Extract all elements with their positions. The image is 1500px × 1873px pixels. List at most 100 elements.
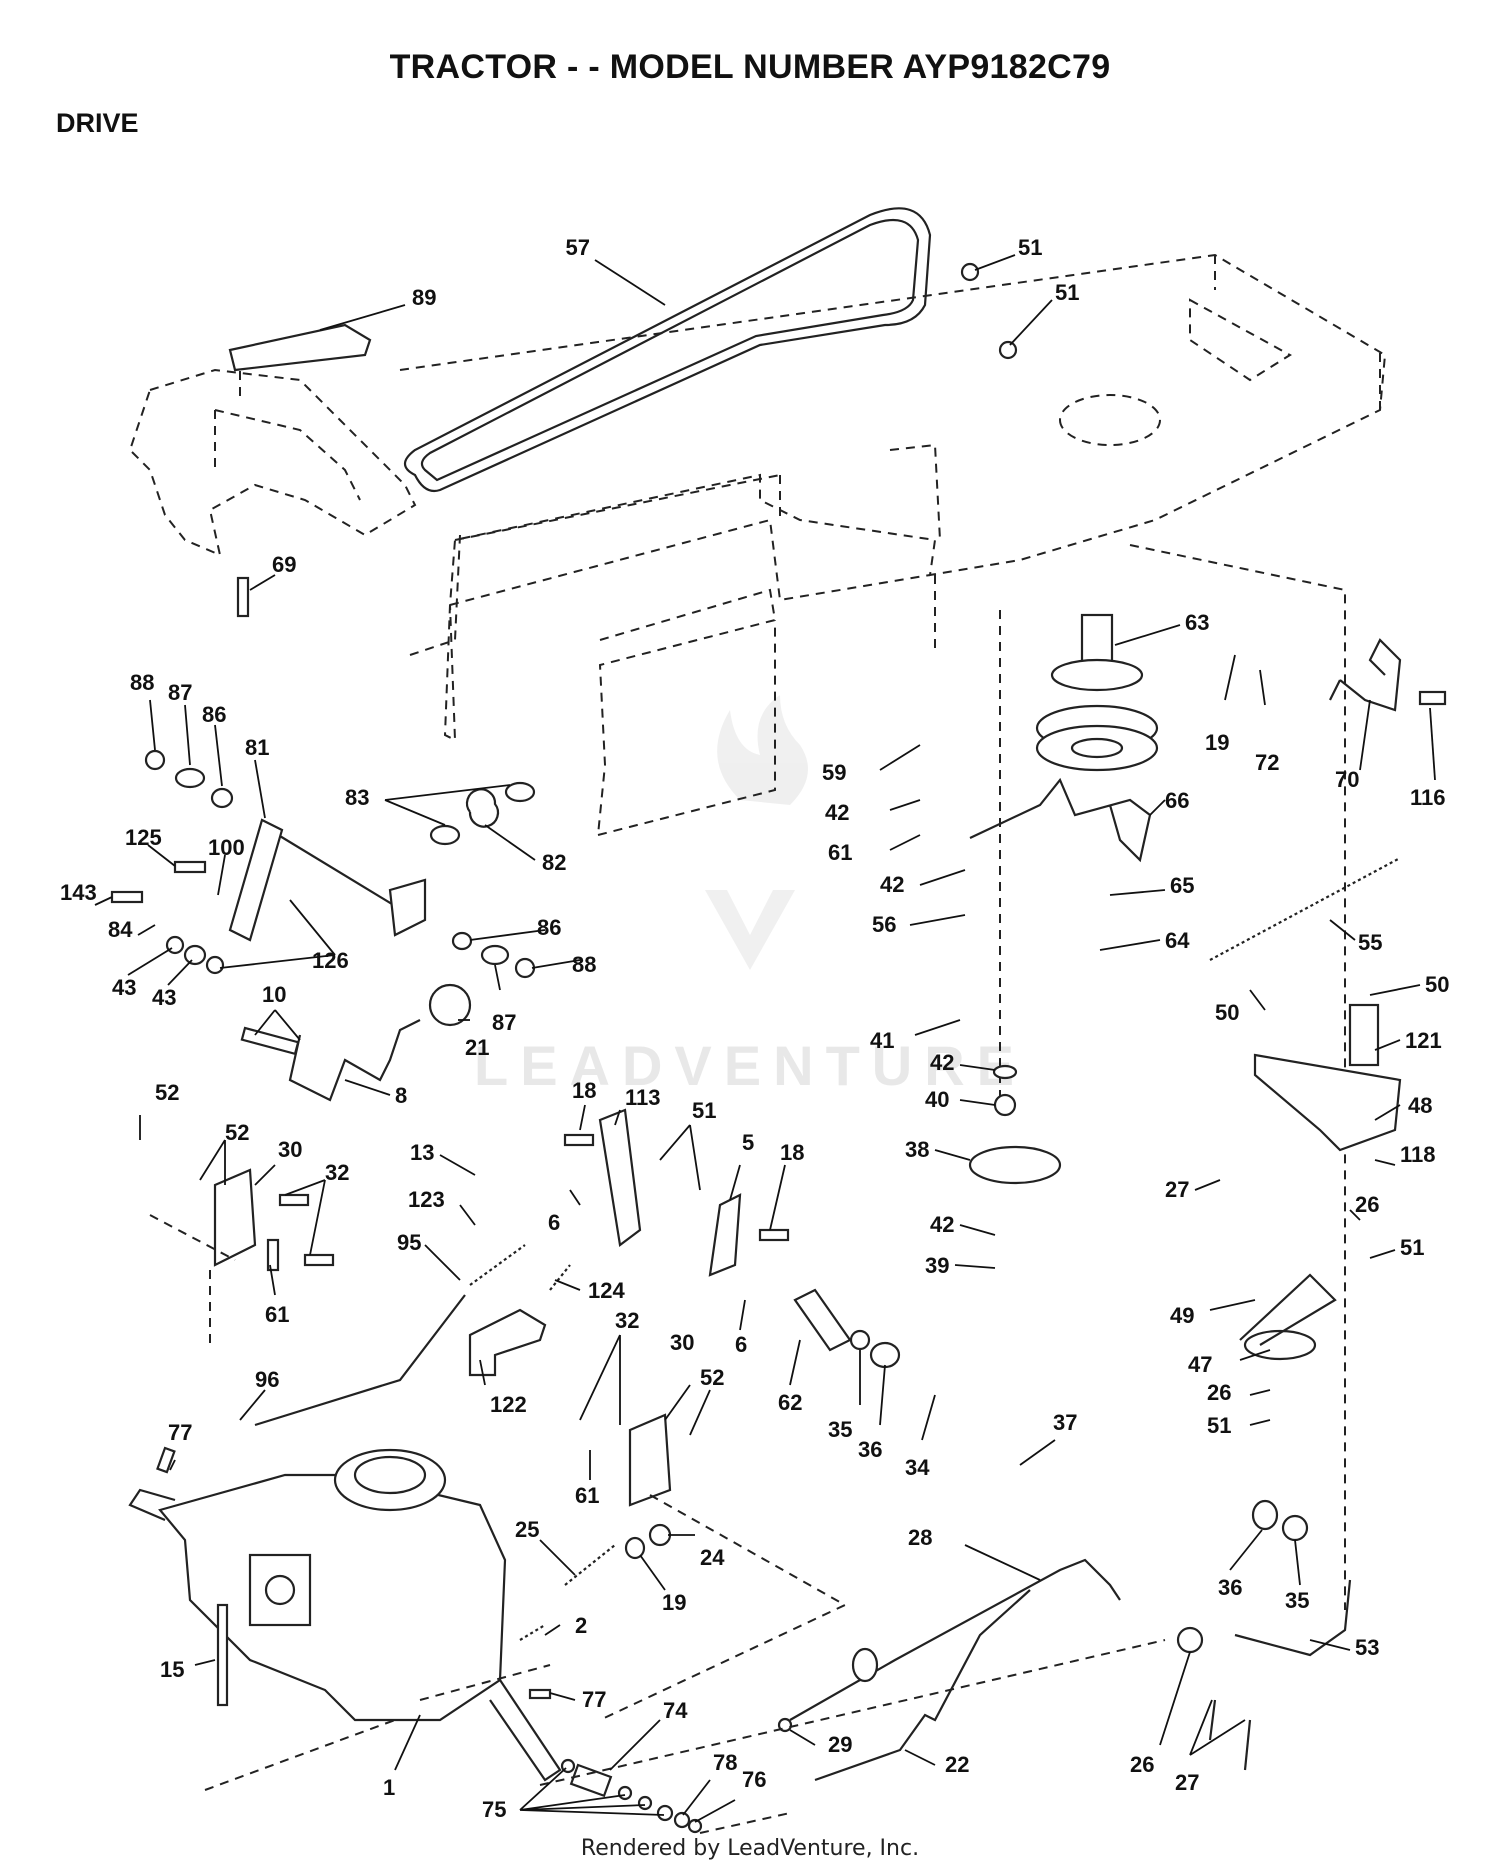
washer-35b	[1281, 1514, 1309, 1542]
callout-42: 42	[880, 872, 904, 897]
callout-83: 83	[345, 785, 369, 810]
nut-126	[205, 955, 225, 975]
washer-35	[849, 1329, 871, 1351]
callout-61: 61	[828, 840, 852, 865]
callout-122: 122	[490, 1392, 527, 1417]
transmission-1	[128, 1448, 562, 1782]
callout-38: 38	[905, 1137, 929, 1162]
callout-24: 24	[700, 1545, 725, 1570]
callout-22: 22	[945, 1752, 969, 1777]
section-label: DRIVE	[56, 108, 139, 138]
key-77a	[156, 1446, 176, 1474]
clip-88	[144, 749, 166, 771]
callout-76: 76	[742, 1767, 766, 1792]
nut-51b	[998, 340, 1018, 360]
callout-50: 50	[1425, 972, 1449, 997]
callout-43: 43	[152, 985, 176, 1010]
washer-87b	[480, 944, 510, 966]
callout-32: 32	[325, 1160, 349, 1185]
callout-27: 27	[1165, 1177, 1189, 1202]
rod-96	[254, 1294, 466, 1427]
pin-27a	[1208, 1699, 1217, 1741]
callout-30: 30	[278, 1137, 302, 1162]
bolt-116	[1418, 690, 1447, 706]
callout-86: 86	[202, 702, 226, 727]
pin-27b	[1243, 1719, 1252, 1771]
guide-line-lower-3	[149, 1214, 236, 1345]
callout-43: 43	[112, 975, 136, 1000]
washer-36b	[1251, 1499, 1279, 1531]
bracket-81	[388, 878, 427, 937]
bolt-15	[216, 1603, 229, 1707]
rod-28	[789, 1558, 1121, 1721]
callout-5: 5	[742, 1130, 754, 1155]
callout-121: 121	[1405, 1028, 1442, 1053]
callout-87: 87	[168, 680, 192, 705]
callout-29: 29	[828, 1732, 852, 1757]
guide-line-lower-4	[539, 1639, 1166, 1834]
knob-21	[428, 983, 472, 1027]
washer-75b	[617, 1785, 633, 1801]
callout-40: 40	[925, 1087, 949, 1112]
callout-36: 36	[858, 1437, 882, 1462]
washer-83b	[504, 781, 536, 803]
callout-6: 6	[735, 1332, 747, 1357]
bolt-32a	[278, 1193, 310, 1207]
washer-26b	[1176, 1626, 1204, 1654]
callout-26: 26	[1130, 1752, 1154, 1777]
bushing-121	[1348, 1003, 1380, 1067]
washer-19	[624, 1536, 646, 1560]
spacer-62	[793, 1288, 852, 1352]
callout-34: 34	[905, 1455, 930, 1480]
guide-line-lower	[204, 1664, 551, 1791]
spacer-74	[569, 1763, 613, 1798]
washer-75d	[656, 1804, 674, 1822]
spring-2	[519, 1624, 546, 1641]
drive-belt	[403, 207, 932, 493]
lever-81	[228, 818, 284, 942]
callout-143: 143	[60, 880, 97, 905]
callout-72: 72	[1255, 750, 1279, 775]
callout-77: 77	[168, 1420, 192, 1445]
watermark: LEADVENTURE	[474, 695, 1014, 1097]
callout-62: 62	[778, 1390, 802, 1415]
callout-66: 66	[1165, 788, 1189, 813]
bolt-18a	[563, 1133, 595, 1147]
callout-51: 51	[1055, 280, 1079, 305]
clip-88b	[514, 957, 536, 979]
callout-81: 81	[245, 735, 269, 760]
callout-61: 61	[265, 1302, 289, 1327]
leader-lines	[94, 254, 1436, 1823]
callout-123: 123	[408, 1187, 445, 1212]
callout-56: 56	[872, 912, 896, 937]
callout-65: 65	[1170, 873, 1194, 898]
callout-6: 6	[548, 1210, 560, 1235]
bolt-32b	[303, 1253, 335, 1267]
washer-83a	[429, 824, 461, 846]
callout-116: 116	[1410, 785, 1446, 810]
callout-59: 59	[822, 760, 846, 785]
rod-22	[814, 1589, 1031, 1782]
callout-63: 63	[1185, 610, 1209, 635]
nut-51a	[960, 262, 980, 282]
nut-24	[648, 1523, 672, 1547]
hood-frame	[128, 355, 417, 557]
callout-8: 8	[395, 1083, 407, 1108]
callout-35: 35	[1285, 1588, 1309, 1613]
callout-125: 125	[125, 825, 162, 850]
key-77b	[528, 1688, 552, 1700]
shaft-81	[269, 829, 411, 916]
callout-57: 57	[566, 235, 590, 260]
washer-42	[992, 1064, 1018, 1080]
clip-76	[687, 1818, 703, 1834]
bolt-18b	[758, 1228, 790, 1242]
bushing-86	[210, 787, 234, 809]
tractor-frame	[399, 253, 1387, 1610]
rod-53	[1234, 1579, 1352, 1657]
callout-15: 15	[160, 1657, 184, 1682]
callout-42: 42	[930, 1050, 954, 1075]
callout-49: 49	[1170, 1303, 1194, 1328]
callout-69: 69	[272, 552, 296, 577]
callout-88: 88	[130, 670, 154, 695]
